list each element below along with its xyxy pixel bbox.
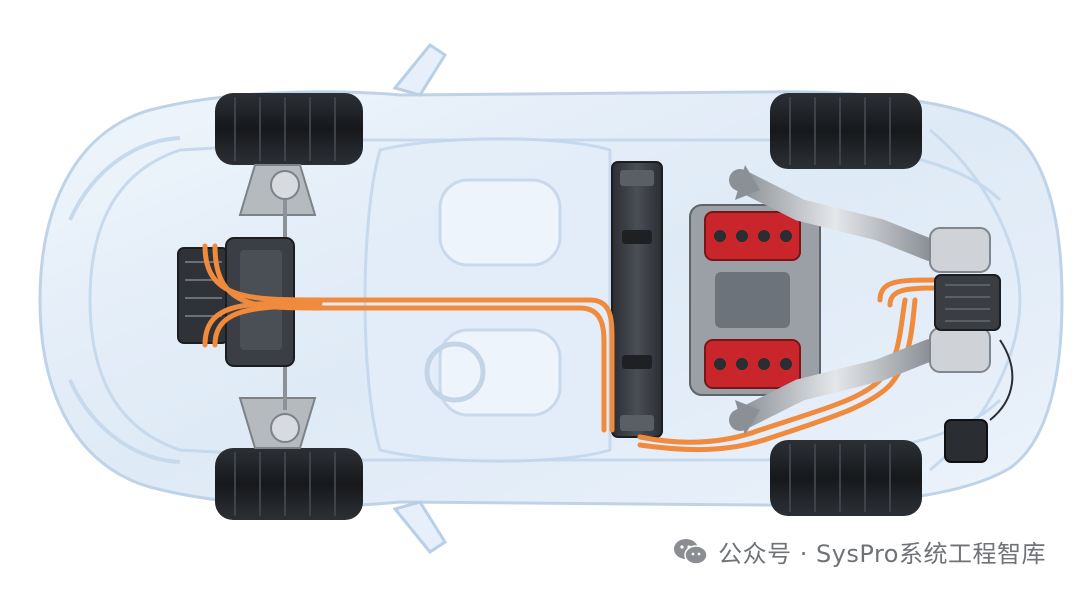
rear-left-tire	[770, 93, 922, 169]
battery-pack	[611, 161, 663, 438]
front-left-tire	[215, 93, 363, 165]
watermark-text: 公众号 · SysPro系统工程智库	[718, 540, 1046, 568]
v-engine	[689, 204, 821, 396]
watermark: 公众号 · SysPro系统工程智库	[672, 534, 1046, 569]
rear-right-tire	[770, 440, 922, 516]
exhaust-system	[729, 165, 991, 435]
rear-control-module	[944, 339, 1014, 463]
rear-inverter	[934, 274, 1001, 331]
front-right-tire	[215, 448, 363, 520]
wechat-icon	[674, 538, 708, 565]
front-suspension	[238, 164, 317, 449]
